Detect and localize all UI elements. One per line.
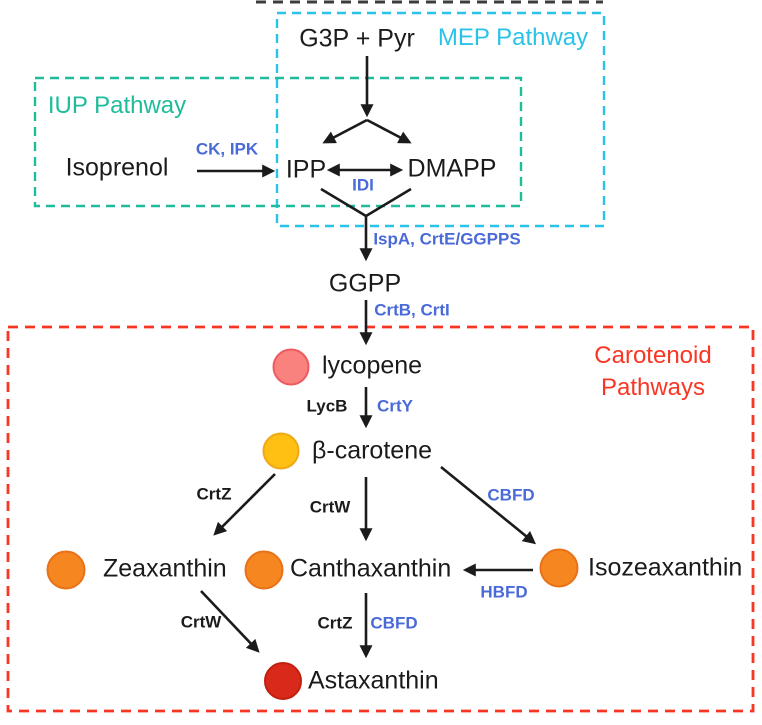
crtw-canthaxanthin-enzyme-label: CrtW: [309, 497, 351, 517]
crtb-crti-enzyme-label: CrtB, CrtI: [374, 300, 450, 320]
carotenoid-pathways-box: [6, 325, 755, 713]
ggpp-label: GGPP: [328, 269, 402, 298]
ispa-crte-ggpps-enzyme-label: IspA, CrtE/GGPPS: [373, 229, 521, 249]
crtz-astaxanthin-enzyme-label: CrtZ: [317, 613, 353, 633]
arrow-zeaxanthin-to-astaxanthin: [200, 590, 260, 653]
mep-pathway-label: MEP Pathway: [437, 23, 589, 51]
carotenoid-label-line1: Carotenoid: [594, 342, 712, 369]
carotenoid-pathways-label: Carotenoid Pathways: [594, 340, 711, 404]
iup-pathway-label: IUP Pathway: [47, 91, 187, 119]
arrow-betacarotene-to-zeaxanthin: [213, 473, 276, 536]
zeaxanthin-label: Zeaxanthin: [103, 554, 227, 583]
ck-ipk-enzyme-label: CK, IPK: [195, 139, 259, 159]
cbfd-isozeaxanthin-enzyme-label: CBFD: [487, 485, 535, 505]
astaxanthin-dot: [264, 662, 302, 700]
dmapp-label: DMAPP: [407, 154, 497, 183]
beta-carotene-label: β-carotene: [312, 436, 432, 465]
zeaxanthin-dot: [46, 550, 86, 590]
ipp-label: IPP: [285, 155, 327, 184]
lycopene-dot: [272, 348, 310, 386]
carotenoid-label-line2: Pathways: [600, 374, 706, 401]
arrow-group: [197, 56, 537, 659]
canthaxanthin-dot: [244, 550, 284, 590]
canthaxanthin-label: Canthaxanthin: [290, 554, 452, 583]
isoprenol-label: Isoprenol: [65, 153, 169, 182]
lycb-enzyme-label: LycB: [306, 396, 348, 416]
arrow-split-to-ipp: [322, 118, 368, 144]
hbfd-enzyme-label: HBFD: [480, 582, 528, 602]
isozeaxanthin-dot: [539, 548, 579, 588]
beta-carotene-dot: [262, 432, 300, 470]
arrow-split-to-dmapp: [366, 118, 412, 144]
line-ipp-converge: [320, 187, 367, 218]
crtz-zeaxanthin-enzyme-label: CrtZ: [196, 484, 232, 504]
idi-enzyme-label: IDI: [352, 175, 374, 195]
crty-enzyme-label: CrtY: [377, 396, 413, 416]
crtw-astaxanthin-enzyme-label: CrtW: [180, 612, 222, 632]
isozeaxanthin-label: Isozeaxanthin: [588, 553, 743, 582]
cbfd-astaxanthin-enzyme-label: CBFD: [370, 613, 418, 633]
line-dmapp-converge: [365, 187, 412, 218]
iup-pathway-box: [33, 76, 523, 208]
arrow-betacarotene-to-isozeaxanthin: [440, 465, 537, 545]
lycopene-label: lycopene: [322, 351, 423, 380]
g3p-pyr-label: G3P + Pyr: [299, 24, 415, 53]
astaxanthin-label: Astaxanthin: [308, 666, 439, 695]
